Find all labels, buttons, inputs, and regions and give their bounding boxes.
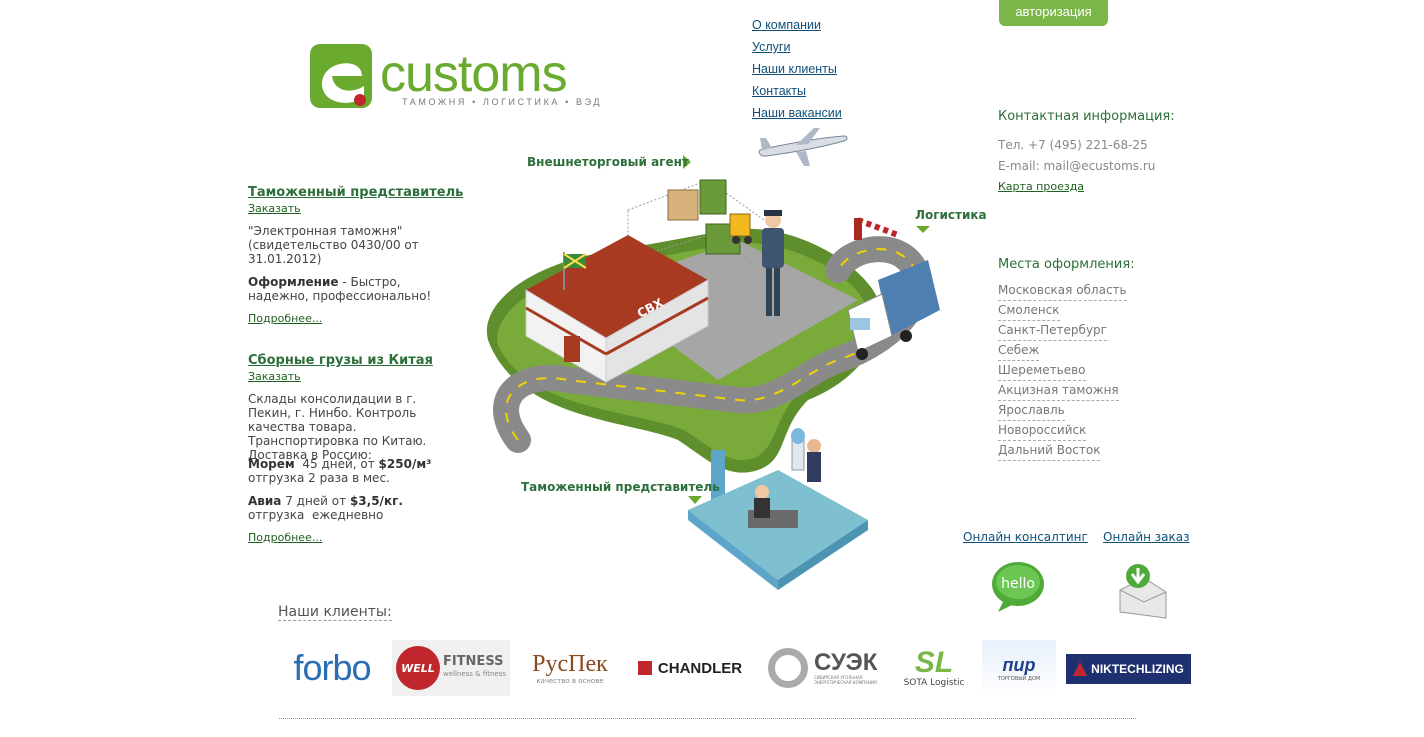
top-navigation: О компании Услуги Наши клиенты Контакты … [752, 14, 842, 124]
contact-email[interactable]: E-mail: mail@ecustoms.ru [998, 159, 1156, 173]
service-customs-rep-order[interactable]: Заказать [248, 202, 301, 215]
logistics-illustration: СВХ [486, 155, 940, 590]
place-link[interactable]: Санкт-Петербург [998, 321, 1107, 341]
nav-about[interactable]: О компании [752, 18, 821, 32]
service-customs-rep-title[interactable]: Таможенный представитель [248, 185, 464, 200]
ecustoms-logo[interactable] [308, 40, 638, 120]
nik-mark [1073, 662, 1088, 676]
well-wordmark: WELL [401, 661, 435, 675]
ruspek-sub: качество в основе [536, 677, 604, 685]
map-link[interactable]: Карта проезда [998, 180, 1085, 193]
places-heading: Места оформления: [998, 257, 1135, 272]
place-link[interactable]: Себеж [998, 341, 1040, 361]
air-price: $3,5/кг. [349, 494, 403, 508]
places-list: Московская область Смоленск Санкт-Петерб… [998, 281, 1127, 461]
bold-label: Оформление [248, 275, 339, 289]
place-link[interactable]: Шереметьево [998, 361, 1086, 381]
forbo-wordmark: forbo [293, 647, 371, 688]
contact-heading: Контактная информация: [998, 109, 1175, 124]
client-logo-forbo[interactable]: forbo [280, 640, 384, 696]
ruspek-wordmark: РусПек [532, 651, 608, 677]
service-customs-rep-more[interactable]: Подробнее... [248, 312, 323, 325]
service-customs-rep-desc: Оформление - Быстро, надежно, профессион… [248, 275, 463, 303]
nav-clients[interactable]: Наши клиенты [752, 62, 837, 76]
warehouse [525, 235, 709, 383]
service-china-cargo-air: Авиа 7 дней от $3,5/кг. отгрузка ежеднев… [248, 494, 463, 522]
place-link[interactable]: Московская область [998, 281, 1127, 301]
place-link[interactable]: Ярославль [998, 401, 1065, 421]
service-customs-rep-text: "Электронная таможня" (свидетельство 043… [248, 224, 419, 266]
wellfitness-sub: wellness & fitness [442, 670, 507, 678]
footer-divider [279, 718, 1136, 719]
client-logo-ruspek[interactable]: РусПек качество в основе [518, 640, 622, 696]
client-logo-chandler[interactable]: CHANDLER [628, 640, 752, 696]
airplane-icon [758, 128, 848, 166]
nav-vacancies[interactable]: Наши вакансии [752, 106, 842, 120]
desc-text: - Быстро, надежно, профессионально! [248, 275, 432, 303]
nik-wordmark: NIKTECHLIZING [1091, 662, 1184, 676]
contact-phone: Тел. +7 (495) 221-68-25 [998, 138, 1148, 152]
client-logo-niktechlizing[interactable]: NIKTECHLIZING [1066, 654, 1191, 684]
online-consulting-link[interactable]: Онлайн консалтинг [963, 530, 1088, 544]
clients-heading: Наши клиенты: [278, 604, 392, 621]
air-label: Авиа [248, 494, 282, 508]
suek-sub: СИБИРСКАЯ УГОЛЬНАЯ ЭНЕРГЕТИЧЕСКАЯ КОМПАН… [814, 675, 877, 685]
label-customs-rep[interactable]: Таможенный представитель [521, 480, 720, 494]
chandler-mark [637, 661, 652, 675]
place-link[interactable]: Дальний Восток [998, 441, 1101, 461]
truck [847, 260, 940, 360]
suek-gear-icon [768, 648, 808, 688]
client-logo-sota[interactable]: SL SOTA Logistic [896, 640, 972, 696]
service-china-cargo-title[interactable]: Сборные грузы из Китая [248, 353, 433, 368]
order-envelope-icon[interactable] [1116, 562, 1168, 620]
hello-bubble-text: hello [1001, 576, 1035, 592]
pir-sub: ТОРГОВЫЙ ДОМ [997, 676, 1041, 682]
air-schedule: отгрузка ежедневно [248, 508, 384, 522]
service-china-cargo-text: Склады консолидации в г. Пекин, г. Нинбо… [248, 392, 427, 462]
place-link[interactable]: Акцизная таможня [998, 381, 1119, 401]
online-order-link[interactable]: Онлайн заказ [1103, 530, 1190, 544]
sea-duration: 45 дней, от [294, 457, 379, 471]
customs-officer [762, 210, 784, 316]
service-china-cargo-more[interactable]: Подробнее... [248, 531, 323, 544]
client-logo-wellfitness[interactable]: WELL FITNESS wellness & fitness [392, 640, 510, 696]
sota-wordmark: SL [914, 646, 954, 679]
service-china-cargo-order[interactable]: Заказать [248, 370, 301, 383]
label-trade-agent[interactable]: Внешнеторговый агент [527, 155, 689, 169]
sea-price: $250/м³ [378, 457, 432, 471]
sea-schedule: отгрузка 2 раза в мес. [248, 471, 390, 485]
nav-contacts[interactable]: Контакты [752, 84, 806, 98]
sea-label: Морем [248, 457, 295, 471]
sota-sub: SOTA Logistic [903, 678, 965, 688]
air-duration: 7 дней от [281, 494, 350, 508]
place-link[interactable]: Смоленск [998, 301, 1060, 321]
nav-services[interactable]: Услуги [752, 40, 791, 54]
clients-logo-row: forbo WELL FITNESS wellness & fitness Ру… [280, 640, 1195, 696]
auth-button[interactable]: авторизация [999, 0, 1108, 26]
logo-e-mark [310, 44, 372, 108]
fitness-wordmark: FITNESS [442, 654, 504, 669]
service-china-cargo-sea: Морем 45 дней, от $250/м³ отгрузка 2 раз… [248, 457, 463, 485]
logo-wordmark: customs [380, 45, 568, 103]
suek-wordmark: СУЭК [814, 649, 878, 676]
label-logistics[interactable]: Логистика [915, 208, 987, 222]
pir-wordmark: пир [1002, 655, 1036, 675]
place-link[interactable]: Новороссийск [998, 421, 1087, 441]
client-logo-suek[interactable]: СУЭК СИБИРСКАЯ УГОЛЬНАЯ ЭНЕРГЕТИЧЕСКАЯ К… [764, 640, 888, 696]
client-logo-pir[interactable]: пир ТОРГОВЫЙ ДОМ [982, 640, 1056, 696]
chandler-wordmark: CHANDLER [657, 659, 743, 677]
hello-chat-icon[interactable]: hello [990, 560, 1046, 614]
logo-tagline: ТАМОЖНЯ • ЛОГИСТИКА • ВЭД [402, 97, 603, 107]
